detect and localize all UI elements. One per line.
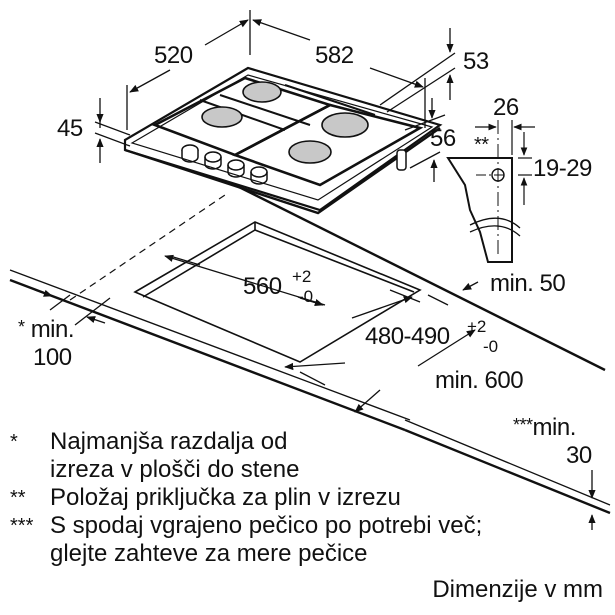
min-wall-marker: * xyxy=(18,317,25,337)
gas-hob xyxy=(123,66,443,215)
footnote-3-line-2: glejte zahteve za mere pečice xyxy=(50,540,368,567)
worktop-cutout xyxy=(133,221,422,363)
projection-line xyxy=(69,194,226,301)
min-wall-label: min. xyxy=(30,316,75,343)
footnote-1: * Najmanjša razdalja od xyxy=(10,428,482,456)
footnote-1-line-1: Najmanjša razdalja od xyxy=(50,428,288,455)
dim-hob-height: 45 xyxy=(57,115,83,142)
dim-cutout-width: 560 xyxy=(243,275,282,299)
burner-front-left xyxy=(201,106,243,128)
footnote-3-line-1: S spodaj vgrajeno pečico po potrebi več; xyxy=(50,512,483,539)
min-wall-value: 100 xyxy=(33,344,72,371)
min-thickness-marker: *** xyxy=(513,415,533,435)
control-knobs xyxy=(181,144,268,185)
dim-side-height: 56 xyxy=(430,125,456,152)
cutout-width-tol-plus: +2 xyxy=(292,267,312,286)
gas-connection-marker: ** xyxy=(474,134,489,156)
dim-cutout-depth: 480-490 xyxy=(365,323,450,350)
gas-connection-detail xyxy=(446,120,535,263)
min-thickness-value: 30 xyxy=(566,442,592,469)
footnote-2-marker: ** xyxy=(10,487,26,509)
dimension-lines xyxy=(34,10,596,530)
dim-min-back-edge: min. 50 xyxy=(490,270,566,297)
worktop xyxy=(9,183,611,515)
cutout-depth-tol-plus: +2 xyxy=(467,317,487,336)
units-label: Dimenzije v mm xyxy=(432,576,603,603)
dim-hob-width: 582 xyxy=(315,42,354,69)
dim-min-wall: * min. xyxy=(18,316,75,343)
footnote-3: *** S spodaj vgrajeno pečico po potrebi … xyxy=(10,512,482,540)
dim-gas-offset: 26 xyxy=(493,94,519,121)
footnotes: * Najmanjša razdalja od izreza v plošči … xyxy=(10,428,482,568)
footnote-2: ** Položaj priključka za plin v izrezu xyxy=(10,484,482,512)
burner-rear-left xyxy=(242,81,282,103)
dim-top-clearance: 53 xyxy=(463,48,489,75)
footnote-3-marker: *** xyxy=(10,515,34,537)
dim-hob-depth: 520 xyxy=(154,42,193,69)
footnote-2-line-1: Položaj priključka za plin v izrezu xyxy=(50,484,401,511)
min-thickness-label: min. xyxy=(532,414,577,441)
footnote-1-marker: * xyxy=(10,431,18,453)
cutout-depth-tol-minus: -0 xyxy=(483,337,499,356)
gas-connector xyxy=(396,149,407,171)
burner-front-right xyxy=(288,140,332,164)
dim-min-thickness: ***min. xyxy=(513,416,576,440)
burners xyxy=(201,81,369,164)
footnote-1-line-2: izreza v plošči do stene xyxy=(50,456,300,483)
burner-rear-right xyxy=(321,112,369,138)
dim-gas-depth: 19-29 xyxy=(533,155,592,182)
cutout-width-value: 560 xyxy=(243,273,282,300)
dim-min-worktop-depth: min. 600 xyxy=(435,367,524,394)
cutout-width-tol-minus: -0 xyxy=(298,287,314,306)
